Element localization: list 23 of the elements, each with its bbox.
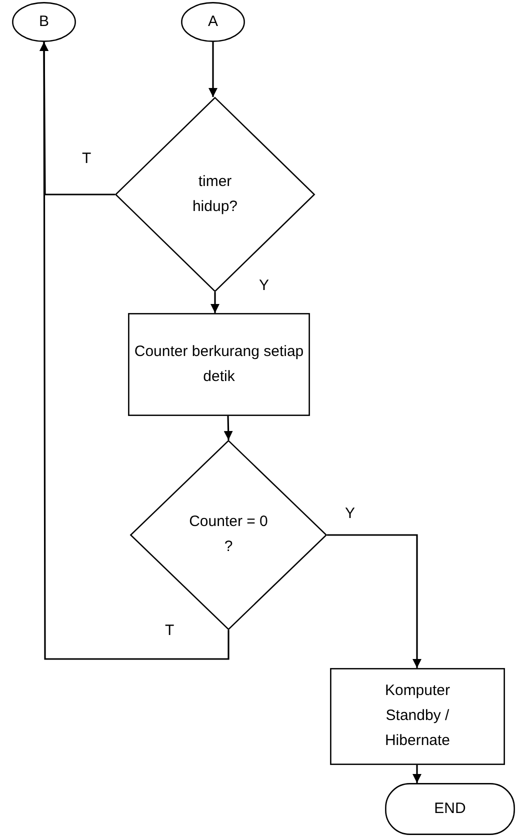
process-box [128, 313, 310, 416]
connector-circle [181, 2, 245, 42]
arrow [210, 292, 220, 313]
node-label: Counter = 0 ? [188, 512, 268, 557]
node-label: A [208, 12, 218, 32]
edge-label: Y [259, 278, 270, 293]
arrow [40, 42, 230, 660]
edge-label: T [82, 151, 92, 166]
node-label: Counter berkurang setiap detik [133, 342, 305, 386]
terminator-shape [385, 783, 515, 835]
arrow [208, 42, 218, 97]
arrow [412, 765, 422, 783]
node-label: timer hidup? [191, 172, 239, 216]
node-label: B [38, 12, 49, 32]
node-label: Komputer Standby / Hibernate [384, 681, 452, 751]
process-box [330, 668, 505, 765]
connector-circle [12, 2, 76, 42]
decision-diamond [115, 97, 315, 292]
edge-label: Y [345, 506, 356, 521]
arrow [327, 534, 422, 668]
node-label: END [434, 798, 466, 819]
edge-label: T [165, 623, 174, 638]
arrow [224, 416, 233, 440]
